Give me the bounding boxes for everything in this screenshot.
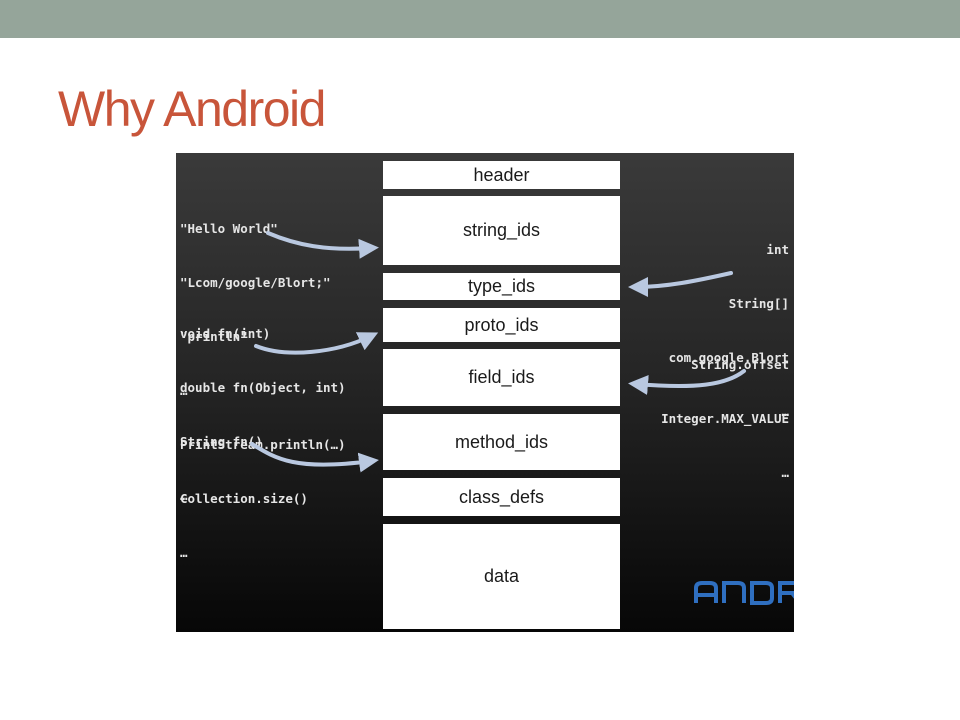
method-examples: PrintStream.println(…) Collection.size()… xyxy=(180,400,346,598)
code-line: "println" xyxy=(180,329,248,344)
field-examples: String.offset Integer.MAX_VALUE … xyxy=(661,320,789,518)
block-type-ids: type_ids xyxy=(383,273,620,300)
code-line: … xyxy=(180,545,188,560)
arrow-to-string-ids xyxy=(266,231,379,259)
block-method-ids: method_ids xyxy=(383,414,620,470)
proto-examples: void fn(int) double fn(Object, int) Stri… xyxy=(180,289,346,541)
type-examples: int String[] com.google.Blort … xyxy=(669,205,789,457)
android-logo xyxy=(694,581,794,605)
code-line: … xyxy=(180,488,188,503)
code-line: String.offset xyxy=(691,357,789,372)
dex-format-diagram: header string_ids type_ids proto_ids fie… xyxy=(176,153,794,632)
arrow-to-field-ids xyxy=(628,369,746,395)
block-class-defs: class_defs xyxy=(383,478,620,516)
arrow-to-type-ids xyxy=(628,271,733,297)
code-line: … xyxy=(781,404,789,419)
code-line: com.google.Blort xyxy=(668,350,789,365)
code-line: "Lcom/google/Blort;" xyxy=(180,275,331,290)
arrow-to-method-ids xyxy=(250,442,379,473)
slide-title: Why Android xyxy=(58,81,326,137)
arrow-to-proto-ids xyxy=(254,332,379,355)
string-examples: "Hello World" "Lcom/google/Blort;" "prin… xyxy=(180,184,331,436)
block-header: header xyxy=(383,161,620,189)
block-proto-ids: proto_ids xyxy=(383,308,620,342)
code-line: void fn(int) xyxy=(180,326,271,341)
code-line: … xyxy=(781,465,789,480)
code-line: double fn(Object, int) xyxy=(180,380,346,395)
block-data: data xyxy=(383,524,620,629)
code-line: Integer.MAX_VALUE xyxy=(661,411,789,426)
code-line: "Hello World" xyxy=(180,221,278,236)
code-line: String[] xyxy=(728,296,789,311)
code-line: … xyxy=(180,383,188,398)
block-field-ids: field_ids xyxy=(383,349,620,406)
arrows-layer xyxy=(250,231,746,473)
top-accent-bar xyxy=(0,0,960,38)
code-line: PrintStream.println(…) xyxy=(180,437,346,452)
code-line: Collection.size() xyxy=(180,491,308,506)
block-string-ids: string_ids xyxy=(383,196,620,265)
code-line: int xyxy=(766,242,789,257)
